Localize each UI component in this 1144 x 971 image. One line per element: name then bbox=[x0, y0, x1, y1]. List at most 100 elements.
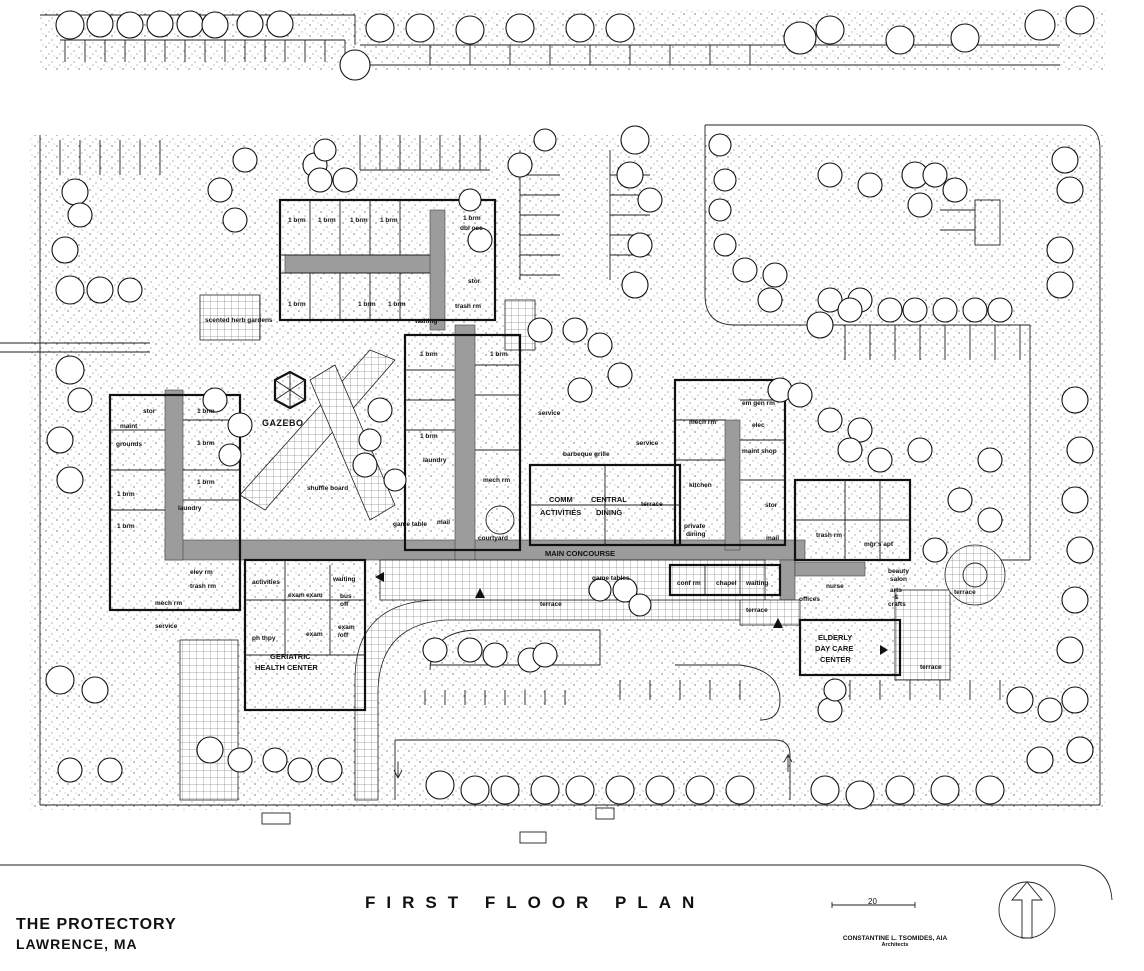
room-label-exam: exam bbox=[306, 631, 323, 638]
tree bbox=[222, 207, 248, 233]
room-label-grounds: grounds bbox=[116, 441, 142, 448]
geriatric-label: GERIATRIC bbox=[270, 652, 311, 661]
room-label-shuffle-board: shuffle board bbox=[307, 485, 348, 492]
room-label-elev-rm: elev rm bbox=[190, 569, 213, 576]
room-label-service: service bbox=[538, 410, 561, 417]
tree bbox=[977, 507, 1003, 533]
tree bbox=[422, 637, 448, 663]
tree bbox=[977, 447, 1003, 473]
room-label-waiting: waiting bbox=[745, 580, 768, 587]
room-label-1brm: 1 brm bbox=[350, 217, 368, 224]
room-label-game-table: game table bbox=[393, 521, 427, 528]
room-label-game-tables: game tables bbox=[592, 575, 630, 582]
tree bbox=[588, 578, 612, 602]
room-label-nurse: nurse bbox=[826, 583, 844, 590]
room-label-trash-rm: trash rm bbox=[190, 583, 216, 590]
tree bbox=[885, 775, 915, 805]
tree bbox=[847, 417, 873, 443]
garden-paths bbox=[239, 349, 396, 521]
room-labels: 1 brm 1 brm 1 brm 1 brm 1 brm dbl occ st… bbox=[116, 215, 976, 672]
room-label-1brm: 1 brm bbox=[117, 491, 135, 498]
building-outline bbox=[108, 198, 912, 712]
tree bbox=[532, 642, 558, 668]
tree bbox=[930, 775, 960, 805]
site-signs bbox=[261, 199, 1001, 844]
tree bbox=[627, 232, 653, 258]
tree bbox=[467, 227, 493, 253]
scale-bar bbox=[831, 902, 916, 908]
room-label-exam: exam bbox=[306, 592, 323, 599]
room-label-laundry: laundry bbox=[423, 457, 447, 464]
tree bbox=[227, 747, 253, 773]
tree bbox=[339, 49, 371, 81]
day-care-label: DAY CARE bbox=[815, 644, 853, 653]
tree bbox=[317, 757, 343, 783]
room-label-arts: arts bbox=[890, 587, 902, 594]
tree bbox=[365, 13, 395, 43]
tree bbox=[907, 437, 933, 463]
terraces bbox=[179, 299, 1006, 801]
tree bbox=[57, 757, 83, 783]
room-label-conf-rm: conf rm bbox=[677, 580, 701, 587]
tree bbox=[605, 775, 635, 805]
room-label-1brm: 1 brm bbox=[420, 433, 438, 440]
tree bbox=[975, 775, 1005, 805]
tree bbox=[367, 397, 393, 423]
tree bbox=[1051, 146, 1079, 174]
tree bbox=[1056, 636, 1084, 664]
tree bbox=[55, 355, 85, 385]
tree bbox=[460, 775, 490, 805]
tree bbox=[713, 233, 737, 257]
tree bbox=[227, 412, 253, 438]
tree bbox=[867, 447, 893, 473]
tree bbox=[725, 775, 755, 805]
architect-role: Architects bbox=[881, 942, 909, 948]
tree bbox=[685, 775, 715, 805]
room-label-1brm: 1 brm bbox=[490, 351, 508, 358]
room-label-1brm: 1 brm bbox=[197, 479, 215, 486]
tree bbox=[922, 162, 948, 188]
room-label-trash-rm: trash rm bbox=[455, 303, 481, 310]
tree bbox=[637, 187, 663, 213]
tree bbox=[757, 287, 783, 313]
room-label-herb-gardens: scented herb gardens bbox=[205, 317, 273, 324]
tree bbox=[565, 775, 595, 805]
tree bbox=[708, 198, 732, 222]
plan-title: FIRST FLOOR PLAN bbox=[365, 893, 706, 912]
tree bbox=[46, 426, 74, 454]
room-label-maint: maint bbox=[120, 423, 138, 430]
tree bbox=[51, 236, 79, 264]
tree bbox=[947, 487, 973, 513]
tree bbox=[313, 138, 337, 162]
room-label-1brm: 1 brm bbox=[117, 523, 135, 530]
tree bbox=[885, 25, 915, 55]
room-label-mail: mail bbox=[766, 535, 779, 542]
tree bbox=[218, 443, 242, 467]
tree bbox=[533, 128, 557, 152]
tree bbox=[1061, 386, 1089, 414]
room-label-terrace: terrace bbox=[641, 501, 663, 508]
tree bbox=[783, 21, 817, 55]
tree bbox=[490, 775, 520, 805]
tree bbox=[962, 297, 988, 323]
room-label-service: service bbox=[636, 440, 659, 447]
room-label-dining: dining bbox=[686, 531, 706, 538]
room-label-off: /off bbox=[338, 632, 349, 639]
room-label-mech-rm: mech rm bbox=[483, 477, 510, 484]
tree bbox=[837, 297, 863, 323]
room-label-off: off bbox=[340, 601, 349, 608]
tree bbox=[932, 297, 958, 323]
tree bbox=[55, 10, 85, 40]
tree bbox=[457, 637, 483, 663]
tree bbox=[950, 23, 980, 53]
tree bbox=[1046, 236, 1074, 264]
tree bbox=[815, 15, 845, 45]
room-label-beauty: beauty bbox=[888, 568, 909, 575]
room-label-waiting: waiting bbox=[332, 576, 355, 583]
tree bbox=[86, 276, 114, 304]
room-label-terrace: terrace bbox=[920, 664, 942, 671]
room-label-1brm: 1 brm bbox=[463, 215, 481, 222]
tree bbox=[1066, 736, 1094, 764]
room-label-1brm: 1 brm bbox=[388, 301, 406, 308]
room-label-exam: exam bbox=[338, 624, 355, 631]
